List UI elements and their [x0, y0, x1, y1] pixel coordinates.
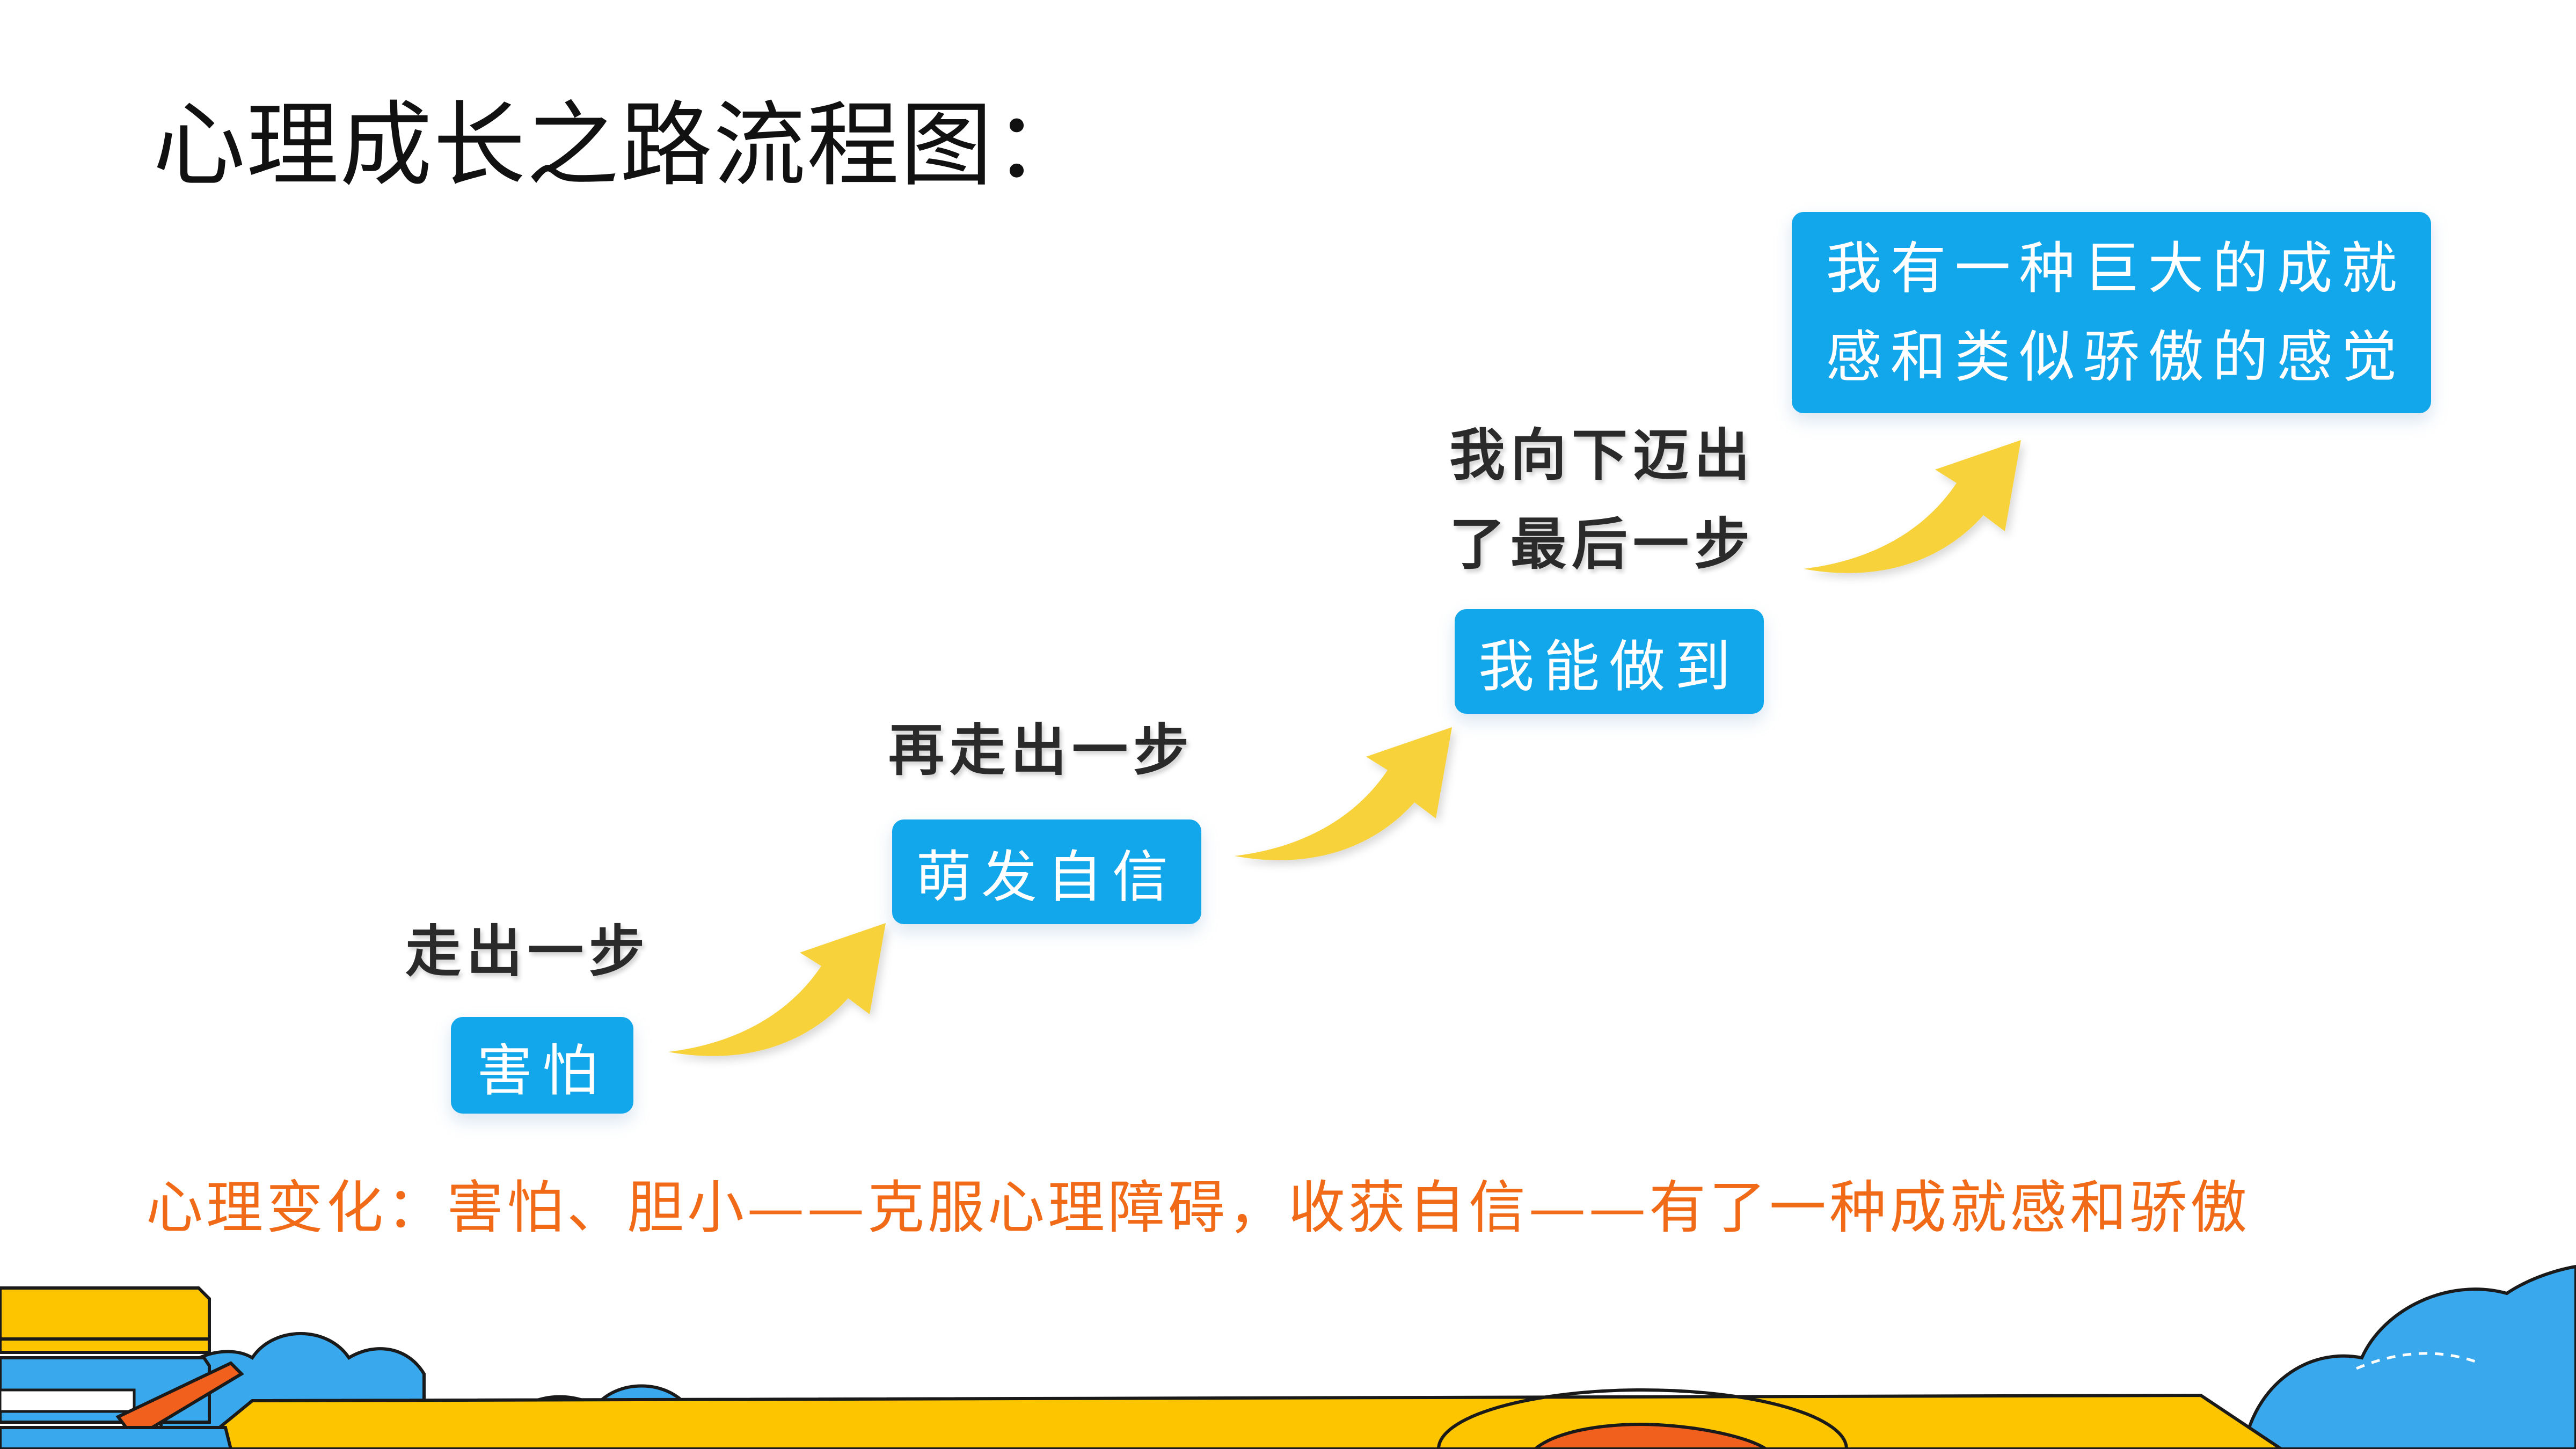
- final-box: 我有一种巨大的成就 感和类似骄傲的感觉: [1792, 212, 2431, 413]
- arrow-1: [668, 923, 886, 1056]
- book-bottom: [0, 1426, 233, 1449]
- desk-orange-object: [1533, 1423, 1769, 1449]
- final-box-line-2: 感和类似骄傲的感觉: [1826, 324, 2406, 390]
- summary-text: 心理变化：害怕、胆小——克服心理障碍，收获自信——有了一种成就感和骄傲: [146, 1175, 2250, 1241]
- page-title: 心理成长之路流程图：: [153, 91, 1087, 199]
- step-3-box: 我能做到: [1455, 609, 1764, 714]
- step-1-label: 走出一步: [405, 918, 651, 984]
- book-top: [0, 1286, 211, 1354]
- arrow-2: [1235, 727, 1452, 860]
- arrow-3: [1804, 440, 2021, 573]
- step-3-label-line-2: 了最后一步: [1449, 511, 1756, 577]
- step-3-label: 我向下迈出 了最后一步: [1449, 411, 1755, 589]
- step-1-box: 害怕: [451, 1017, 633, 1114]
- step-3-label-line-1: 我向下迈出: [1449, 422, 1756, 488]
- right-cloud-shape: [2242, 1264, 2576, 1449]
- desk-shape: [191, 1393, 2285, 1449]
- step-2-label: 再走出一步: [888, 717, 1195, 783]
- desk-ellipse: [1437, 1388, 1848, 1449]
- step-2-box: 萌发自信: [892, 819, 1201, 924]
- final-box-line-1: 我有一种巨大的成就: [1826, 236, 2406, 302]
